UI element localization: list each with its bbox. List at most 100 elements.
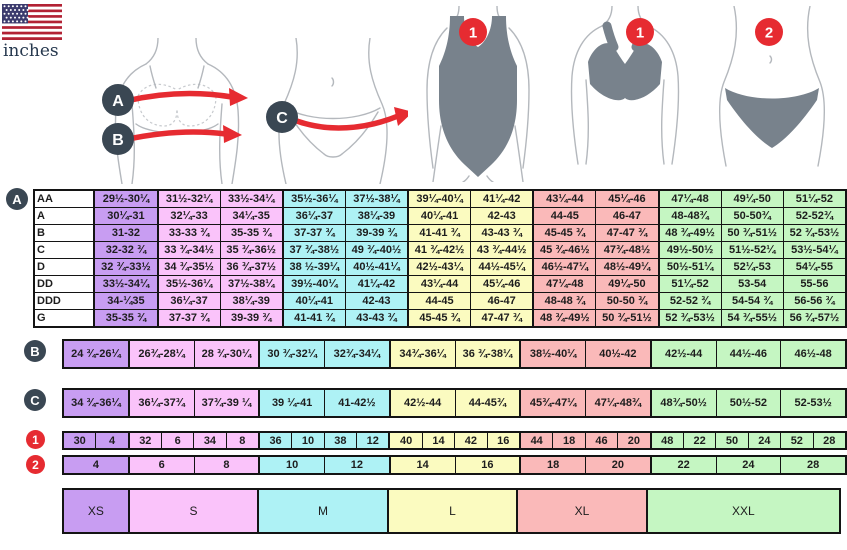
underbust-cell: 28 ¾-30¼ [193,339,260,369]
cup-cell: 33½-34¼ [219,189,284,208]
cup-cell: 45¼-46 [595,189,660,208]
dress-size-row-label: 2 [26,455,45,474]
cup-row-label: B [33,224,96,242]
cup-cell: 43¼-44 [532,189,597,208]
cup-cell: 33-33 ¾ [156,224,221,242]
cup-cell: 29½-30¼ [93,189,159,208]
band-dress-cell: 10 [291,431,325,450]
cup-cell: 48-48¾ [657,207,722,225]
cup-cell: 51½-52¼ [720,241,784,259]
hips-cell: 45¾-47¼ [519,388,587,418]
underbust-point-label: B [102,123,134,155]
hips-row-label: C [24,389,46,411]
band-dress-cell: 4 [95,431,130,450]
cup-cell: 43 ¾-44½ [470,241,534,259]
hips-cell: 39 ¼-41 [258,388,326,418]
cup-table-label-text: A [12,191,22,207]
svg-text:2: 2 [765,25,773,42]
cup-row-label: A [33,207,96,225]
cup-cell: 37 ¾-38½ [281,241,346,259]
underbust-cell: 40½-42 [584,339,652,369]
cup-cell: 32¼-33 [156,207,221,225]
cup-cell: 44½-45¼ [470,258,534,276]
cup-cell: 43-43 ¾ [470,224,534,242]
cup-cell: 48-48 ¾ [532,292,597,310]
cup-cell: 47¼-48 [657,189,722,208]
dress-size-cell: 6 [127,455,195,475]
cup-cell: 45-45 ¾ [532,224,597,242]
cup-cell: 31-32 [93,224,159,242]
cup-cell: 37-37 ¾ [156,309,221,328]
cup-cell: 35½-36¼ [281,189,346,208]
cup-cell: 39¼-40¼ [407,189,472,208]
cup-cell: 50½-51¼ [657,258,722,276]
svg-text:1: 1 [636,25,644,42]
one-piece-silhouette [439,16,517,177]
dress-size-cell: 24 [715,455,782,475]
underbust-arrow-icon [121,125,242,143]
cup-cell: 45-45 ¾ [407,309,472,328]
cup-row-label: D [33,258,96,276]
cup-cell: 36¼-37 [156,292,221,310]
band-dress-cell: 8 [225,431,260,450]
cup-cell: 34¼-35 [219,207,284,225]
cup-cell: 48 ¾-49½ [657,224,722,242]
cup-cell: 44-45 [407,292,472,310]
dress-size-cell: 10 [258,455,326,475]
cup-cell: 52-52¾ [782,207,847,225]
cup-cell: 49¼-50 [595,275,660,293]
cup-cell: 33½-34¼ [93,275,159,293]
dress-size-cell: 4 [62,455,130,475]
band-dress-cell: 6 [161,431,195,450]
hips-cell: 34 ¾-36¼ [62,388,130,418]
cup-cell: 43-43 ¾ [344,309,409,328]
band-dress-cell: 18 [552,431,586,450]
cup-cell: 41¼-42 [344,275,409,293]
band-dress-row-label-text: 1 [32,432,39,447]
hips-cell: 44-45¾ [454,388,521,418]
cup-cell: 56-56 ¾ [782,292,847,310]
cup-cell: 50 ¾-51½ [595,309,660,328]
cup-cell: 37½-38¼ [344,189,409,208]
band-dress-cell: 36 [257,431,293,450]
dress-size-cell: 20 [584,455,652,475]
dress-size-cell: 12 [323,455,391,475]
svg-text:A: A [112,93,124,110]
bust-point-label: A [102,84,134,116]
cup-cell: 40¼-41 [407,207,472,225]
cup-cell: 50-50 ¾ [595,292,660,310]
bikini-bottom-silhouette [725,88,819,148]
cup-cell: 31½-32¼ [156,189,221,208]
body-outline [718,6,826,167]
cup-cell: 53-54 [720,275,784,293]
hips-cell: 41-42½ [323,388,391,418]
size-cell: XXL [645,488,842,534]
size-cell: L [386,488,519,534]
hips-cell: 52-53½ [780,388,847,418]
bust-measure-diagram: A B [102,38,248,184]
size-cell: XL [516,488,648,534]
cup-cell: 42-43 [470,207,534,225]
bikini-top-badge: 1 [626,18,654,46]
cup-cell: 41¼-42 [470,189,534,208]
bikini-bottom-badge: 2 [755,18,783,46]
cup-row-label: G [33,309,96,328]
cup-row-label: C [33,241,96,259]
cup-cell: 50 ¾-51½ [720,224,784,242]
cup-cell: 39-39 ¾ [219,309,284,328]
cup-cell: 32 ¾-33½ [93,258,159,276]
cup-cell: 49¼-50 [720,189,784,208]
cup-cell: 40½-41¼ [344,258,409,276]
band-dress-cell: 34 [193,431,227,450]
cup-cell: 49½-50½ [657,241,722,259]
underbust-row-label-text: B [30,343,40,359]
cup-cell: 38¼-39 [344,207,409,225]
cup-cell: 47-47 ¾ [595,224,660,242]
cup-cell: 30¼-31 [93,207,159,225]
